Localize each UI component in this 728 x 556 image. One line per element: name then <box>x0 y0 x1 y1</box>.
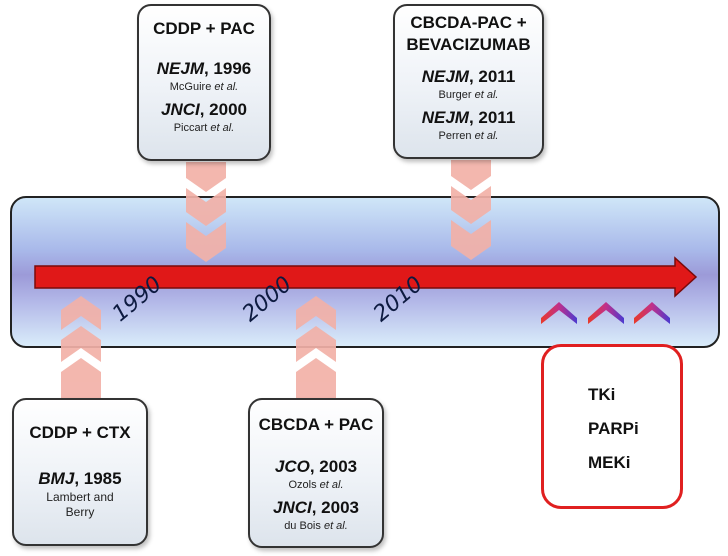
box-cddp-pac: CDDP + PAC NEJM, 1996 McGuire et al. JNC… <box>137 4 271 161</box>
down-chevrons-2011 <box>451 160 491 260</box>
citation-2: JNCI, 2000 <box>161 100 247 119</box>
citation-1: BMJ, 1985 <box>38 469 122 488</box>
future-chevrons <box>541 302 670 324</box>
box-title: CBCDA + PAC <box>258 415 374 434</box>
author-line-2: Berry <box>65 505 95 519</box>
box-cddp-ctx: CDDP + CTX BMJ, 1985 Lambert and Berry <box>12 398 148 546</box>
box-cbcda-pac-bevacizumab: CBCDA-PAC + BEVACIZUMAB NEJM, 2011 Burge… <box>393 4 544 159</box>
author-2: Perren et al. <box>438 130 499 142</box>
citation-2: NEJM, 2011 <box>421 108 516 127</box>
future-item-parpi: PARPi <box>588 419 639 438</box>
author-line-1: Lambert and <box>46 490 114 504</box>
future-item-meki: MEKi <box>588 453 631 472</box>
citation-1: JCO, 2003 <box>274 457 358 476</box>
box-title: CDDP + CTX <box>29 423 131 442</box>
author-1: McGuire et al. <box>169 81 239 93</box>
box-title-line-2: BEVACIZUMAB <box>406 35 531 54</box>
citation-1: NEJM, 1996 <box>156 59 252 78</box>
box-cbcda-pac: CBCDA + PAC JCO, 2003 Ozols et al. JNCI,… <box>248 398 384 548</box>
up-chevrons-2003 <box>296 296 336 398</box>
author-1: Burger et al. <box>438 89 499 101</box>
future-agents-box: TKi PARPi MEKi <box>541 344 683 509</box>
citation-1: NEJM, 2011 <box>421 67 516 86</box>
down-chevrons-1996 <box>186 162 226 262</box>
author-2: Piccart et al. <box>173 122 235 134</box>
author-2: du Bois et al. <box>284 520 348 532</box>
up-chevrons-1985 <box>61 296 101 398</box>
citation-2: JNCI, 2003 <box>273 498 359 517</box>
timeline-arrow <box>34 256 698 298</box>
future-item-tki: TKi <box>588 385 616 404</box>
box-title-line-1: CBCDA-PAC + <box>410 13 527 32</box>
box-title: CDDP + PAC <box>153 19 255 38</box>
author-1: Ozols et al. <box>288 479 344 491</box>
